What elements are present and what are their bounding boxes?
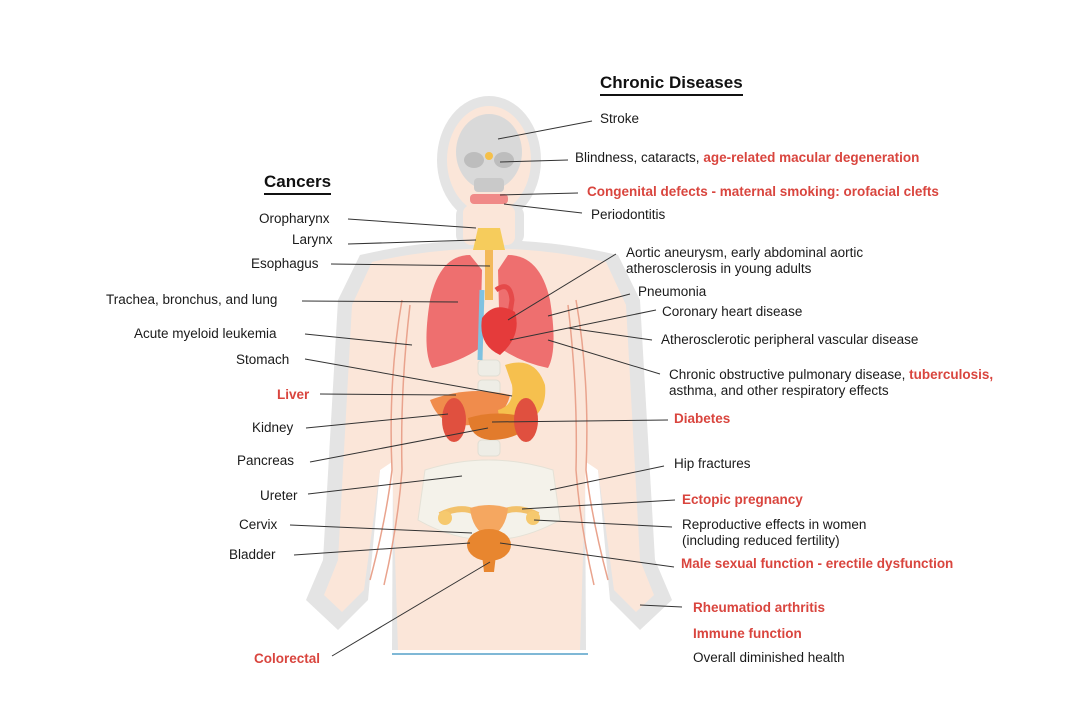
label-aml: Acute myeloid leukemia bbox=[134, 326, 277, 342]
label-male-sexual: Male sexual function - erectile dysfunct… bbox=[681, 556, 953, 572]
label-stroke: Stroke bbox=[600, 111, 639, 127]
cancers-heading: Cancers bbox=[264, 172, 331, 195]
label-blindness-plain: Blindness, cataracts, bbox=[575, 150, 700, 165]
label-pneumonia: Pneumonia bbox=[638, 284, 706, 300]
chronic-diseases-heading: Chronic Diseases bbox=[600, 73, 743, 96]
label-trachea-lung: Trachea, bronchus, and lung bbox=[106, 292, 277, 308]
label-oropharynx: Oropharynx bbox=[259, 211, 330, 227]
label-hip-fractures: Hip fractures bbox=[674, 456, 751, 472]
label-liver: Liver bbox=[277, 387, 309, 403]
label-periodontitis: Periodontitis bbox=[591, 207, 665, 223]
label-larynx: Larynx bbox=[292, 232, 333, 248]
label-esophagus: Esophagus bbox=[251, 256, 319, 272]
label-macular-degeneration: age-related macular degeneration bbox=[703, 150, 919, 165]
label-copd-2: asthma, and other respiratory effects bbox=[669, 383, 889, 399]
label-stomach: Stomach bbox=[236, 352, 289, 368]
label-ectopic: Ectopic pregnancy bbox=[682, 492, 803, 508]
label-repro-1: Reproductive effects in women bbox=[682, 517, 866, 533]
label-diabetes: Diabetes bbox=[674, 411, 730, 427]
label-copd-plain: Chronic obstructive pulmonary disease, bbox=[669, 367, 905, 382]
label-pancreas: Pancreas bbox=[237, 453, 294, 469]
label-blindness: Blindness, cataracts, age-related macula… bbox=[575, 150, 919, 166]
label-repro-2: (including reduced fertility) bbox=[682, 533, 840, 549]
left-kidney bbox=[442, 398, 466, 442]
label-aortic-aneurysm-1: Aortic aneurysm, early abdominal aortic bbox=[626, 245, 863, 261]
label-colorectal: Colorectal bbox=[254, 651, 320, 667]
label-bladder: Bladder bbox=[229, 547, 276, 563]
label-copd: Chronic obstructive pulmonary disease, t… bbox=[669, 367, 993, 383]
right-kidney bbox=[514, 398, 538, 442]
label-cervix: Cervix bbox=[239, 517, 277, 533]
label-ureter: Ureter bbox=[260, 488, 298, 504]
label-immune: Immune function bbox=[693, 626, 802, 642]
label-kidney: Kidney bbox=[252, 420, 293, 436]
label-atherosclerotic: Atherosclerotic peripheral vascular dise… bbox=[661, 332, 918, 348]
label-congenital-defects: Congenital defects - maternal smoking: o… bbox=[587, 184, 939, 200]
label-aortic-aneurysm-2: atherosclerosis in young adults bbox=[626, 261, 811, 277]
label-rheumatoid: Rheumatiod arthritis bbox=[693, 600, 825, 616]
label-overall-health: Overall diminished health bbox=[693, 650, 845, 666]
label-tuberculosis: tuberculosis, bbox=[909, 367, 993, 382]
trachea bbox=[485, 250, 493, 300]
label-coronary: Coronary heart disease bbox=[662, 304, 802, 320]
larynx-shape bbox=[473, 228, 505, 250]
